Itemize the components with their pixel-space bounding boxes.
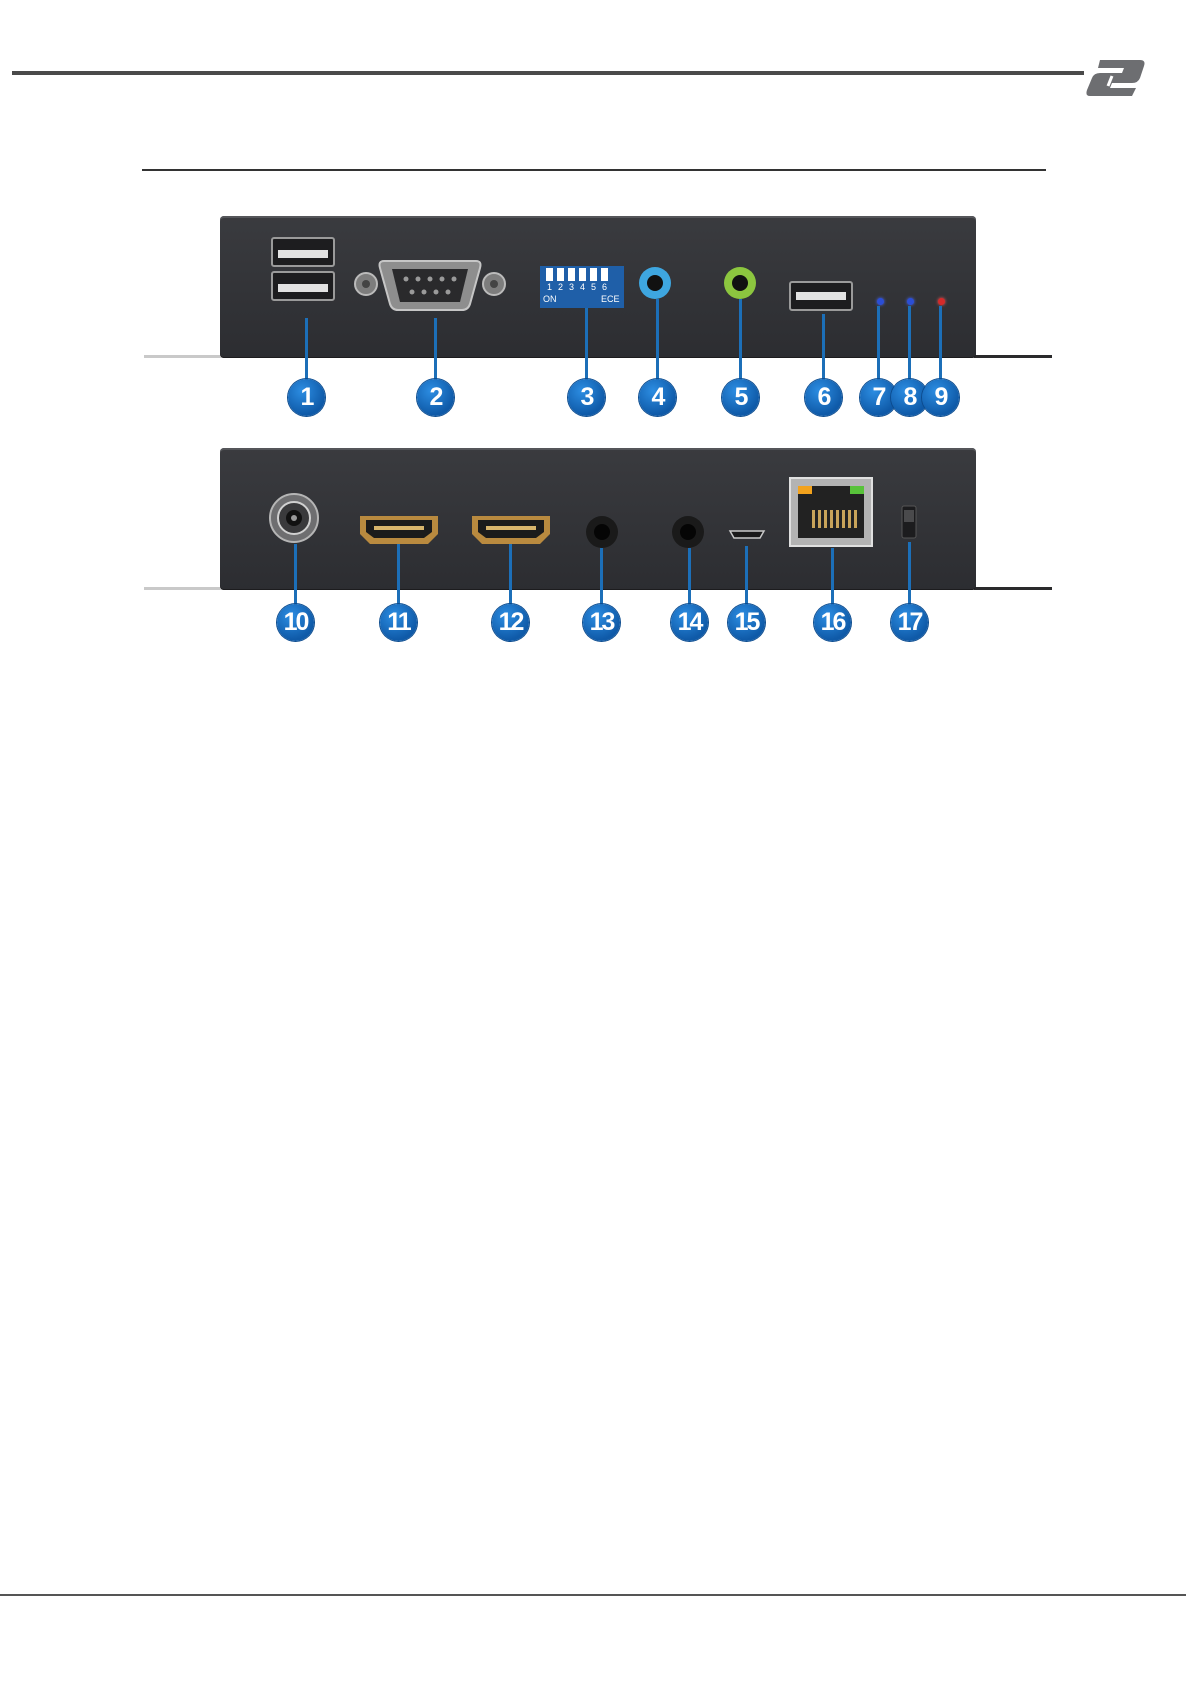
audio-jack-green[interactable]	[724, 267, 756, 299]
callout-badge-4: 4	[639, 379, 676, 416]
callout-badge-2: 2	[417, 379, 454, 416]
callout-line-16	[831, 548, 834, 606]
callout-line-17	[908, 542, 911, 606]
rear-panel-foot-left	[144, 587, 222, 590]
hdmi-port-2[interactable]	[472, 516, 550, 544]
callout-line-13	[600, 548, 603, 606]
callout-badge-17: 17	[891, 604, 928, 641]
callout-badge-11: 11	[380, 604, 417, 641]
callout-badge-10: 10	[277, 604, 314, 641]
usb-host-ports[interactable]	[272, 238, 334, 300]
micro-usb-port[interactable]	[730, 531, 764, 538]
callout-line-9	[939, 306, 942, 380]
rj45-port[interactable]	[790, 478, 872, 546]
led-indicator-red	[938, 298, 945, 305]
front-panel-foot-left	[144, 355, 222, 358]
dip-number-2: 2	[558, 282, 563, 292]
front-panel-foot-right	[974, 355, 1052, 358]
rear-panel	[220, 448, 976, 590]
callout-badge-12: 12	[492, 604, 529, 641]
footer-rule	[0, 1594, 1186, 1596]
callout-badge-14: 14	[671, 604, 708, 641]
callout-line-14	[688, 548, 691, 606]
callout-line-3	[585, 308, 588, 380]
dip-ece-label: ECE	[601, 294, 620, 304]
front-panel: 1 2 3 4 5 6 ON ECE	[220, 216, 976, 358]
callout-line-4	[656, 299, 659, 380]
callout-line-5	[739, 299, 742, 380]
dip-number-5: 5	[591, 282, 596, 292]
callout-line-2	[434, 318, 437, 380]
audio-jack-blue[interactable]	[639, 267, 671, 299]
callout-line-8	[908, 306, 911, 380]
callout-line-11	[397, 544, 400, 606]
callout-badge-3: 3	[568, 379, 605, 416]
usb-port[interactable]	[790, 282, 852, 310]
callout-line-7	[877, 306, 880, 380]
callout-badge-9: 9	[922, 379, 959, 416]
callout-line-10	[294, 544, 297, 606]
dip-number-1: 1	[547, 282, 552, 292]
dip-number-6: 6	[602, 282, 607, 292]
dip-on-label: ON	[543, 294, 557, 304]
callout-badge-16: 16	[814, 604, 851, 641]
dc-power-jack[interactable]	[270, 494, 318, 542]
slide-switch[interactable]	[902, 506, 916, 538]
callout-line-6	[822, 314, 825, 380]
audio-jack-1[interactable]	[586, 516, 618, 548]
callout-line-15	[745, 546, 748, 606]
rs232-port[interactable]	[355, 261, 505, 310]
section-rule	[142, 169, 1046, 171]
callout-line-1	[305, 318, 308, 380]
rear-panel-foot-right	[974, 587, 1052, 590]
brand-logo-icon	[1082, 56, 1148, 100]
callout-line-12	[509, 544, 512, 606]
header-rule	[12, 71, 1084, 75]
callout-badge-6: 6	[805, 379, 842, 416]
hdmi-port-1[interactable]	[360, 516, 438, 544]
dip-number-3: 3	[569, 282, 574, 292]
led-indicator-blue-2	[907, 298, 914, 305]
callout-badge-15: 15	[728, 604, 765, 641]
rear-panel-ports	[220, 448, 976, 590]
audio-jack-2[interactable]	[672, 516, 704, 548]
front-panel-ports	[220, 216, 976, 358]
led-indicator-blue-1	[877, 298, 884, 305]
callout-badge-13: 13	[583, 604, 620, 641]
dip-number-4: 4	[580, 282, 585, 292]
callout-badge-5: 5	[722, 379, 759, 416]
callout-badge-1: 1	[288, 379, 325, 416]
